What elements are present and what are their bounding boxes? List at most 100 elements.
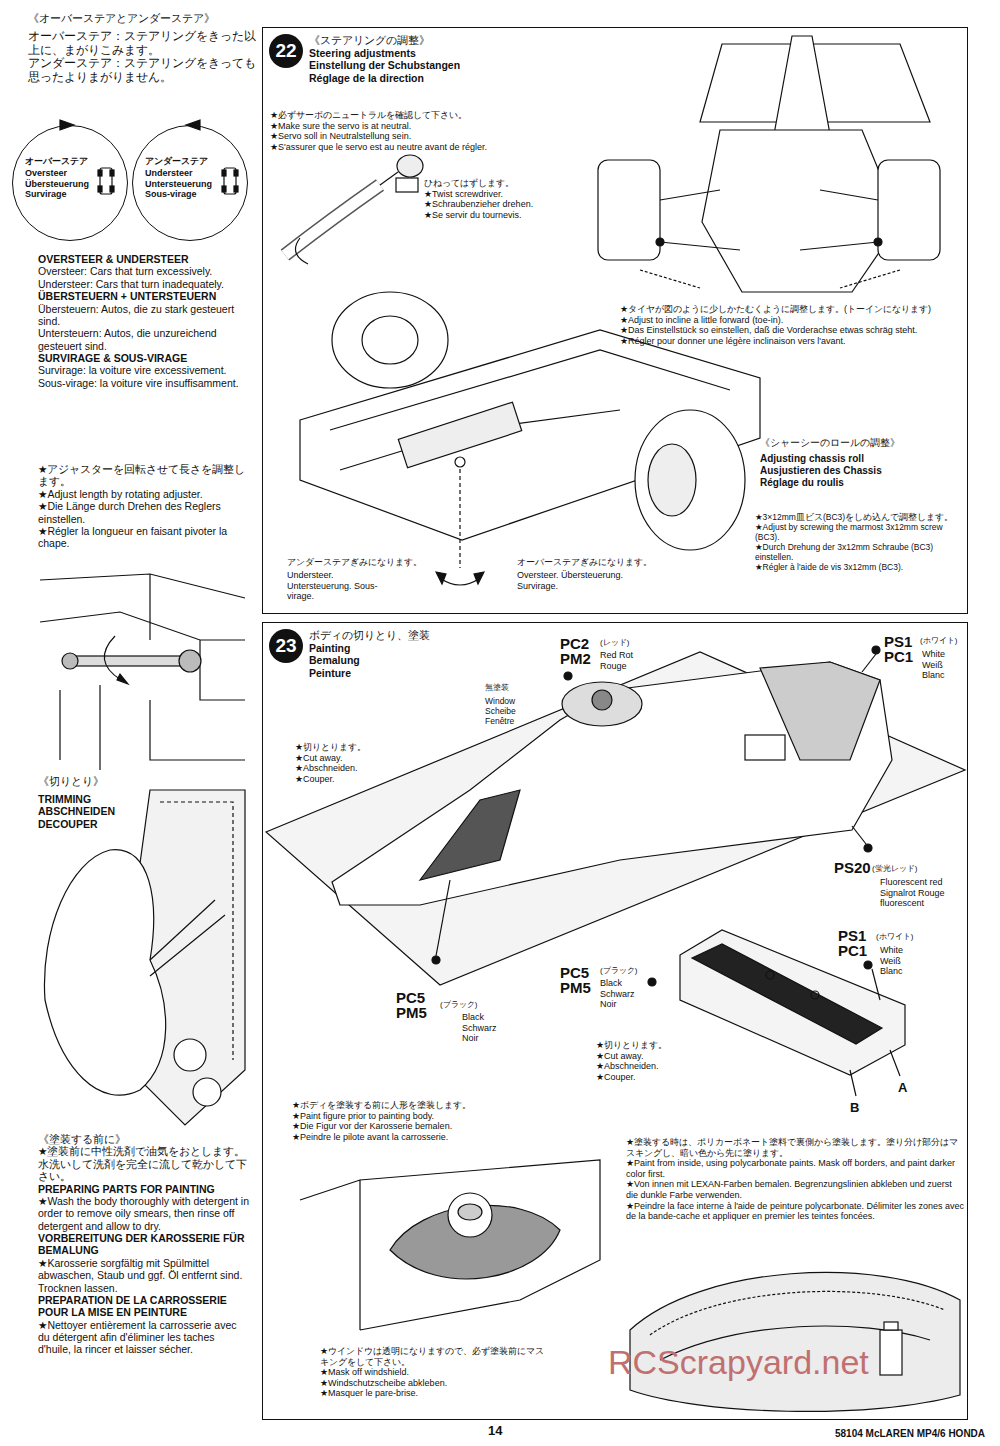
body-drawing: [592, 690, 612, 710]
note-text: ★Schraubenzieher drehen.: [424, 199, 584, 210]
oversteer-circle: オーバーステアOversteer Übersteuerung Survirage: [12, 125, 128, 241]
front-view-drawing: [660, 190, 878, 250]
chassis-drawing: [635, 410, 745, 550]
note-text: ★Servo soll in Neutralstellung sein.: [270, 131, 560, 142]
note-text: Black Schwarz Noir: [600, 978, 650, 1010]
chassis-drawing: [455, 457, 465, 467]
note-text: 《シャーシーのロールの調整》: [760, 437, 960, 448]
note-text: ★ウインドウは透明になりますので、必ず塗装前にマスキングをして下さい。: [320, 1346, 550, 1367]
note-text: ★Cut away.: [295, 753, 425, 764]
body-drawing: [266, 652, 965, 985]
body-drawing: [266, 646, 965, 985]
paint-code: PS1 PC1: [884, 634, 924, 664]
front-view-drawing: [656, 238, 664, 246]
chassis-drawing: [362, 316, 418, 364]
note-text: ★Nettoyer entièrement la carrosserie ave…: [38, 1319, 250, 1356]
note-text: OVERSTEER & UNDERSTEER: [38, 253, 253, 265]
trimming-drawing: [174, 1039, 206, 1071]
note-text: ★Régler pour donner une légère inclinais…: [620, 336, 960, 347]
front-view-drawing: [598, 36, 940, 292]
callout-letter: A: [898, 1080, 918, 1095]
note-text: Adjusting chassis roll Ausjustieren des …: [760, 453, 920, 488]
text-group: 《切りとり》: [38, 775, 158, 787]
note-text: Window Scheibe Fenêtre: [485, 696, 540, 726]
note-text: Untersteuern: Autos, die unzureichend ge…: [38, 327, 253, 352]
trimming-drawing: [44, 790, 245, 1125]
steer-circle-marks: [222, 186, 226, 192]
painting-drawing: [650, 1291, 945, 1335]
text-group: ★タイヤが図のように少しかたむくように調整します。(トーインになります)★Adj…: [620, 304, 960, 346]
wing-part-drawing: [766, 971, 774, 979]
body-drawing: [564, 672, 572, 680]
text-group: ★ウインドウは透明になりますので、必ず塗装前にマスキングをして下さい。★Mask…: [320, 1346, 550, 1399]
note-text: (ブラック): [440, 1000, 500, 1009]
note-text: Understeer: Cars that turn inadequately.: [38, 278, 253, 290]
text-group: B: [850, 1100, 870, 1115]
note-text: ★Durch Drehung der 3x12mm Schraube (BC3)…: [755, 542, 960, 562]
text-group: PS20: [834, 860, 874, 875]
note-text: ★Régler la longueur en faisant pivoter l…: [38, 525, 253, 550]
steer-circle-marks: [98, 170, 102, 176]
text-group: 《シャーシーのロールの調整》: [760, 437, 960, 448]
servo-drawing: [396, 178, 418, 192]
note-text: ★Das Einstellstück so einstellen, daß di…: [620, 325, 960, 336]
step-number: 22: [269, 34, 303, 68]
note-text: 《塗装する前に》: [38, 1133, 250, 1145]
text-group: 14: [488, 1423, 518, 1438]
note-text: 《オーバーステアとアンダーステア》: [28, 12, 260, 25]
body-drawing: [436, 880, 450, 956]
note-text: ★Mask off windshield.: [320, 1367, 550, 1378]
note-text: ★Paint from inside, using polycarbonate …: [626, 1158, 966, 1179]
step-title: Steering adjustments Einstellung der Sch…: [309, 47, 474, 85]
note-text: ★Karosserie sorgfältig mit Spülmittel ab…: [38, 1257, 250, 1294]
text-group: Understeer. Untersteuerung. Sous-virage.: [287, 570, 397, 602]
steer-circle-marks: [98, 186, 102, 192]
note-text: ★Abschneiden.: [295, 763, 425, 774]
note-text: Sous-virage: la voiture vire insuffisamm…: [38, 377, 253, 389]
step-number-text: 23: [275, 635, 296, 657]
text-group: ★塗装する時は、ポリカーボネート塗料で裏側から塗装します。塗り分け部分はマスキン…: [626, 1137, 966, 1222]
note-text: ★S'assurer que le servo est au neutre av…: [270, 142, 560, 153]
circle-text: アンダーステアUndersteer Untersteuerung Sous-vi…: [145, 156, 219, 199]
steer-circle-marks: [222, 170, 226, 176]
note-text: ★Couper.: [295, 774, 425, 785]
wing-part-drawing: [680, 930, 905, 1075]
step-heading: 《ステアリングの調整》Steering adjustments Einstell…: [309, 34, 474, 84]
note-text: ★3×12mm皿ビス(BC3)をしめ込んで調整します。: [755, 512, 960, 522]
text-group: 無塗装: [485, 683, 545, 692]
note-text: ★塗装する時は、ポリカーボネート塗料で裏側から塗装します。塗り分け部分はマスキン…: [626, 1137, 966, 1158]
servo-drawing: [285, 155, 423, 264]
note-text: ★Régler à l'aide de vis 3x12mm (BC3).: [755, 562, 960, 572]
servo-drawing: [296, 238, 309, 264]
note-text: (ホワイト): [920, 636, 970, 645]
note-text: White Weiß Blanc: [922, 649, 967, 681]
note-text: ★Paint figure prior to painting body.: [292, 1111, 562, 1122]
note-text: ★タイヤが図のように少しかたむくように調整します。(トーインになります): [620, 304, 960, 315]
note-text: SURVIRAGE & SOUS-VIRAGE: [38, 352, 253, 364]
text-group: Red Rot Rouge: [600, 650, 645, 671]
note-text: アンダーステア：ステアリングをきっても思ったよりまがりません。: [28, 57, 256, 84]
note-text: PREPARING PARTS FOR PAINTING: [38, 1183, 250, 1195]
paint-code: PC2 PM2: [560, 636, 600, 666]
front-view-drawing: [598, 160, 660, 260]
text-group: OVERSTEER & UNDERSTEEROversteer: Cars th…: [38, 253, 253, 389]
note-text: PREPARATION DE LA CARROSSERIE POUR LA MI…: [38, 1294, 250, 1319]
body-drawing: [864, 844, 872, 852]
chassis-drawing: [440, 578, 480, 585]
text-group: ひねってはずします。★Twist screwdriver.★Schraubenz…: [424, 178, 584, 220]
text-group: ★アジャスターを回転させて長さを調整します。★Adjust length by …: [38, 463, 253, 550]
chassis-drawing: [459, 462, 460, 568]
note-text: ★切りとります。: [596, 1040, 726, 1051]
steer-circle-marks: [110, 186, 114, 192]
wing-part-drawing: [811, 991, 819, 999]
text-group: PC5 PM5: [560, 965, 600, 995]
wing-part-drawing: [648, 978, 656, 986]
circle-text: オーバーステアOversteer Übersteuerung Survirage: [25, 156, 99, 199]
understeer-circle: アンダーステアUndersteer Untersteuerung Sous-vi…: [132, 125, 248, 241]
note-text: Understeer. Untersteuerung. Sous-virage.: [287, 570, 397, 602]
figure-drawing: [300, 1160, 600, 1330]
note-text: ★Adjust by screwing the marmost 3x12mm s…: [755, 522, 960, 542]
adjuster-drawing: [62, 653, 78, 669]
text-group: White Weiß Blanc: [880, 945, 925, 977]
